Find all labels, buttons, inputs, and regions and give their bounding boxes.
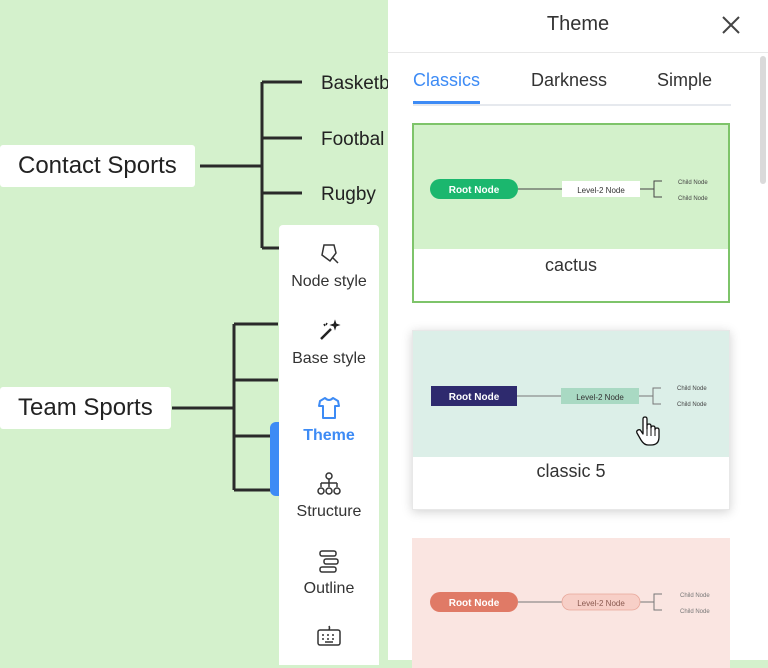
active-tab-indicator xyxy=(413,101,480,104)
theme-name: cactus xyxy=(544,255,598,275)
base-style-label: Base style xyxy=(292,350,366,367)
panel-title: Theme xyxy=(546,13,610,35)
preview-child-label: Child Node xyxy=(680,593,710,599)
tab-classics[interactable]: Classics xyxy=(413,70,481,90)
magic-wand-icon xyxy=(320,319,341,340)
theme-preview: Root Node Level-2 Node Child Node Child … xyxy=(413,331,729,457)
topic-team-sports[interactable]: Team Sports xyxy=(0,387,171,429)
style-toolbar: Node style Base style Theme Structure Ou… xyxy=(279,225,379,665)
theme-tabs: Classics Darkness Simple xyxy=(413,60,731,106)
preview-root-label: Root Node xyxy=(449,185,500,196)
child-node-basketball[interactable]: Basketb xyxy=(321,73,388,94)
outline-label: Outline xyxy=(303,580,355,597)
hand-cursor-icon xyxy=(636,416,660,446)
preview-child-label: Child Node xyxy=(677,386,707,392)
structure-icon xyxy=(317,472,341,495)
theme-label: Theme xyxy=(303,427,355,444)
theme-name: classic 5 xyxy=(536,461,606,481)
theme-preview: Root Node Level-2 Node Child Node Child … xyxy=(414,125,728,249)
structure-button[interactable]: Structure xyxy=(279,471,379,521)
node-style-icon xyxy=(321,244,339,264)
theme-card-classic-5[interactable]: Root Node Level-2 Node Child Node Child … xyxy=(412,330,730,510)
shortcuts-button[interactable] xyxy=(279,623,379,655)
preview-level2-label: Level-2 Node xyxy=(577,599,625,608)
shirt-icon xyxy=(318,397,340,419)
preview-child-label: Child Node xyxy=(677,402,707,408)
theme-button[interactable]: Theme xyxy=(279,395,379,445)
child-node-football[interactable]: Footbal xyxy=(321,129,385,150)
theme-preview-diagram: Root Node Level-2 Node Child Node Child … xyxy=(430,592,710,615)
preview-child-label: Child Node xyxy=(678,196,708,202)
close-icon[interactable] xyxy=(718,12,744,38)
preview-level2-label: Level-2 Node xyxy=(577,186,625,195)
child-node-rugby[interactable]: Rugby xyxy=(321,184,376,205)
tab-darkness[interactable]: Darkness xyxy=(531,70,608,90)
preview-child-label: Child Node xyxy=(680,609,710,615)
theme-preview: Root Node Level-2 Node Child Node Child … xyxy=(412,538,730,668)
structure-label: Structure xyxy=(296,503,362,520)
preview-child-label: Child Node xyxy=(678,180,708,186)
preview-level2-label: Level-2 Node xyxy=(576,393,624,402)
outline-icon xyxy=(319,550,339,573)
node-style-label: Node style xyxy=(291,273,367,290)
theme-card-coral[interactable]: Root Node Level-2 Node Child Node Child … xyxy=(412,538,730,668)
theme-panel: Theme Classics Darkness Simple Root Node… xyxy=(388,0,768,668)
tab-simple[interactable]: Simple xyxy=(657,70,713,90)
theme-preview-diagram: Root Node Level-2 Node Child Node Child … xyxy=(430,179,708,202)
theme-card-cactus[interactable]: Root Node Level-2 Node Child Node Child … xyxy=(412,123,730,303)
node-style-button[interactable]: Node style xyxy=(279,241,379,291)
panel-scrollbar[interactable] xyxy=(760,56,766,184)
preview-root-label: Root Node xyxy=(449,598,500,609)
preview-root-label: Root Node xyxy=(449,392,500,403)
panel-header: Theme xyxy=(388,0,768,53)
keyboard-icon xyxy=(317,625,341,646)
topic-contact-sports[interactable]: Contact Sports xyxy=(0,145,195,187)
theme-preview-diagram: Root Node Level-2 Node Child Node Child … xyxy=(431,386,707,408)
outline-button[interactable]: Outline xyxy=(279,548,379,598)
base-style-button[interactable]: Base style xyxy=(279,318,379,368)
